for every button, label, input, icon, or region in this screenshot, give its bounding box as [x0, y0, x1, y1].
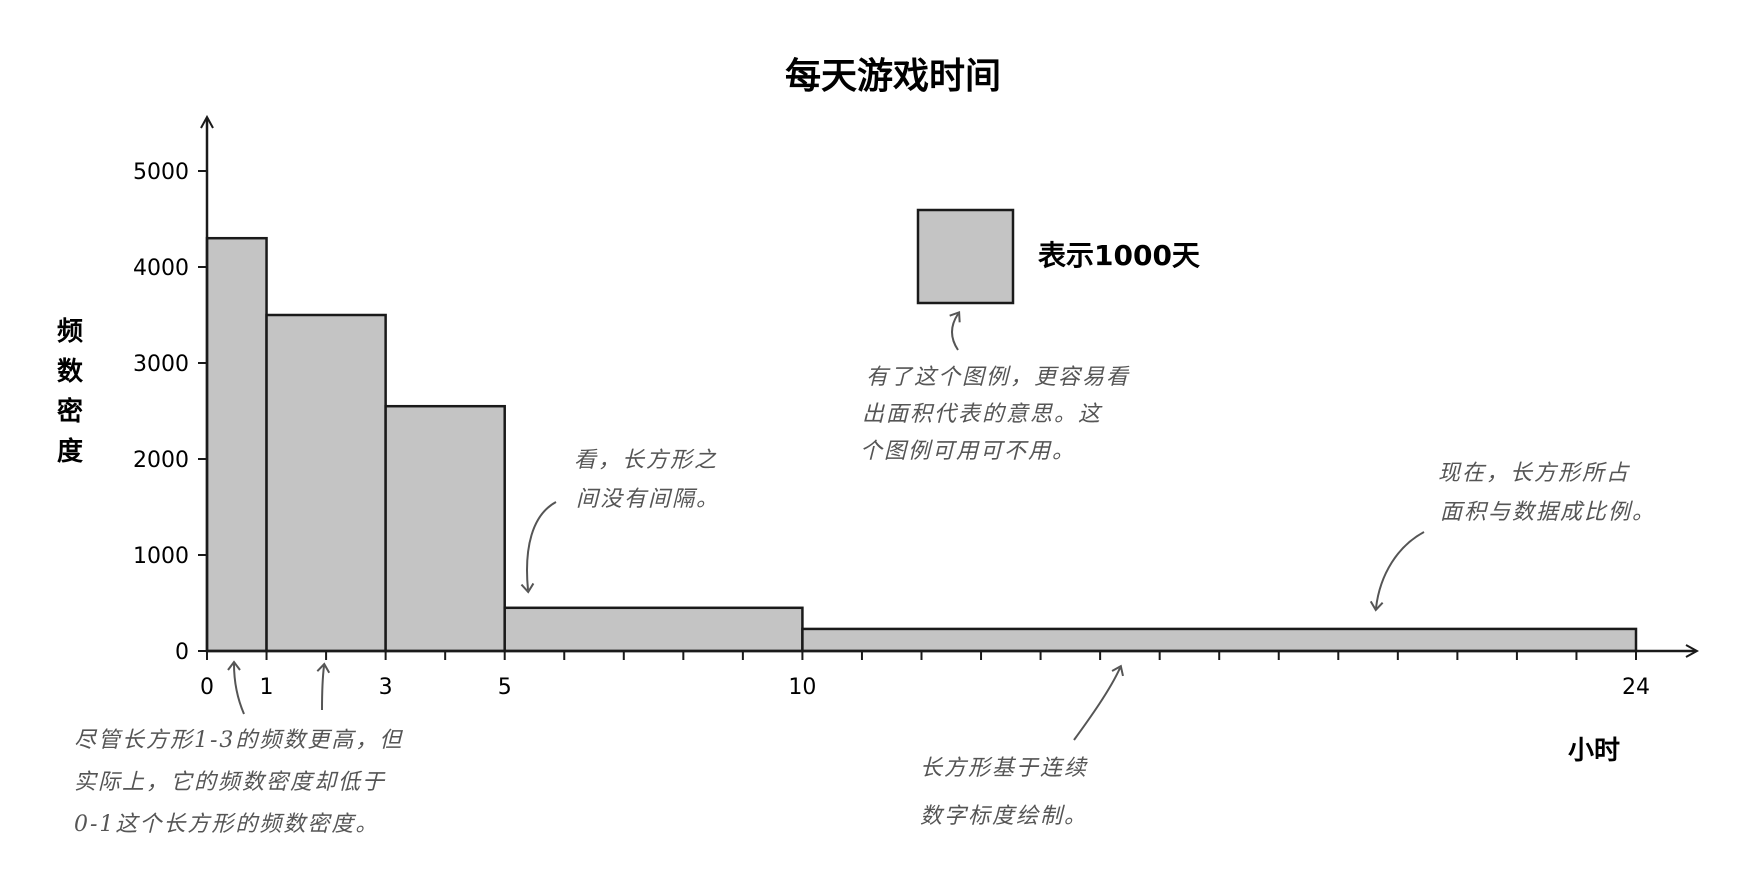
chart-title: 每天游戏时间 — [785, 56, 1001, 97]
x-axis-ticks: 0 1 3 5 10 24 — [200, 651, 1650, 700]
histogram-bar-1 — [265, 313, 387, 653]
annotation-legend-note: 有了这个图例，更容易看 出面积代表的意思。这 个图例可用可不用。 — [860, 365, 1130, 464]
y-tick-label: 0 — [175, 640, 189, 665]
x-tick-label: 24 — [1622, 675, 1650, 700]
annotation-area-note: 现在，长方形所占 面积与数据成比例。 — [1438, 461, 1656, 525]
histogram-bar-2 — [384, 404, 506, 653]
x-tick-label: 10 — [788, 675, 816, 700]
legend-note-arrow — [949, 310, 961, 351]
y-tick-label: 3000 — [133, 352, 189, 377]
annotation-scale-note: 长方形基于连续 数字标度绘制。 — [920, 756, 1088, 829]
legend-note-line-2: 出面积代表的意思。这 — [862, 402, 1103, 427]
y-tick-label: 4000 — [133, 256, 189, 281]
histogram-bar-0 — [205, 236, 268, 653]
gap-note-arrow — [520, 501, 557, 594]
annotation-density-note: 尽管长方形1-3的频数更高，但 实际上，它的频数密度却低于 0-1这个长方形的频… — [74, 728, 403, 837]
gap-note-line-1: 看，长方形之 — [574, 448, 718, 473]
x-tick-label: 0 — [200, 675, 214, 700]
histogram-bar-3 — [503, 606, 804, 653]
x-tick-label: 1 — [260, 675, 274, 700]
density-note-arrow-2 — [316, 662, 331, 711]
annotation-arrows — [227, 310, 1425, 741]
legend-note-line-1: 有了这个图例，更容易看 — [866, 365, 1130, 390]
y-tick-label: 2000 — [133, 448, 189, 473]
y-axis-label-char: 度 — [57, 436, 83, 467]
y-axis-ticks: 0 1000 2000 3000 4000 5000 — [133, 160, 207, 665]
y-axis-label: 频数密度 — [57, 317, 84, 467]
y-tick-label: 5000 — [133, 160, 189, 185]
legend-swatch — [916, 208, 1015, 305]
scale-note-line-1: 长方形基于连续 — [920, 756, 1088, 781]
x-axis-label: 小时 — [1568, 736, 1620, 766]
legend-label: 表示1000天 — [1038, 239, 1200, 272]
scale-note-line-2: 数字标度绘制。 — [920, 804, 1088, 829]
histogram-bars — [205, 236, 1638, 653]
x-tick-label: 5 — [498, 675, 512, 700]
legend: 表示1000天 — [916, 208, 1200, 305]
annotation-gap-note: 看，长方形之 间没有间隔。 — [574, 448, 720, 512]
y-axis-label-char: 密 — [57, 396, 83, 427]
density-note-line-3: 0-1这个长方形的频数密度。 — [74, 812, 379, 837]
legend-note-line-3: 个图例可用可不用。 — [860, 439, 1076, 464]
histogram-bar-4 — [801, 627, 1638, 653]
x-tick-label: 3 — [379, 675, 393, 700]
y-tick-label: 1000 — [133, 544, 189, 569]
area-note-arrow — [1369, 531, 1425, 612]
area-note-line-2: 面积与数据成比例。 — [1440, 500, 1656, 525]
density-note-line-1: 尽管长方形1-3的频数更高，但 — [74, 728, 403, 753]
density-note-arrow-1 — [227, 660, 245, 715]
gap-note-line-2: 间没有间隔。 — [576, 487, 720, 512]
density-note-line-2: 实际上，它的频数密度却低于 — [74, 770, 386, 795]
scale-note-arrow — [1073, 664, 1124, 741]
area-note-line-1: 现在，长方形所占 — [1438, 461, 1630, 486]
y-axis-label-char: 数 — [57, 357, 84, 387]
y-axis-label-char: 频 — [57, 317, 83, 347]
